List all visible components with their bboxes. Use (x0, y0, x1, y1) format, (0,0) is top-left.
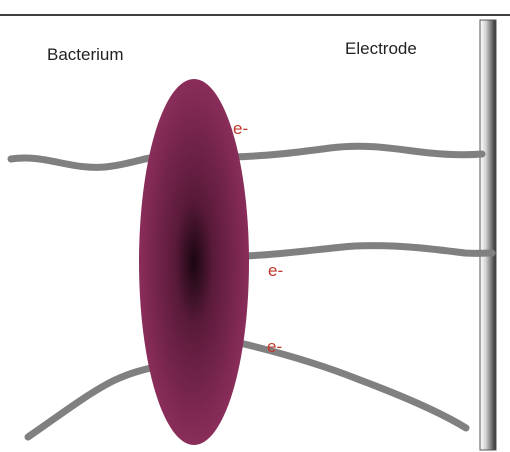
bacterium-label: Bacterium (47, 46, 124, 63)
electron-label-middle: e- (268, 262, 283, 279)
electrode-plate (480, 20, 496, 450)
nanowire-right-top (232, 146, 482, 157)
nanowire-left-top (11, 158, 150, 167)
nanowire-left-bottom (28, 367, 155, 437)
electrode-label: Electrode (345, 40, 417, 57)
nanowire-right-middle (245, 246, 492, 256)
electron-label-top: e- (233, 120, 248, 137)
nanowires (11, 146, 492, 437)
electron-label-bottom: e- (267, 338, 282, 355)
